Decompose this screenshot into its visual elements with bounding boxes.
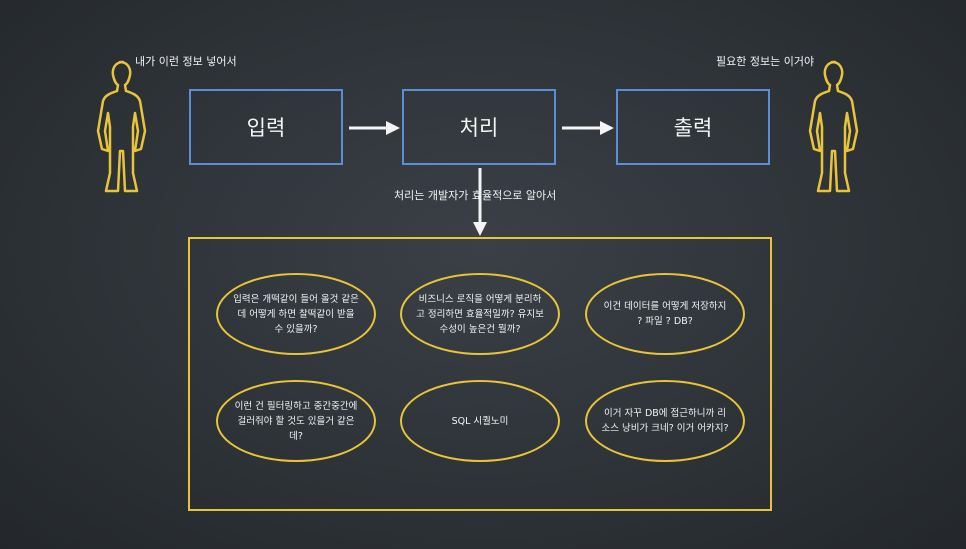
ellipse-input-handling: 입력은 개떡같이 들어 올것 같은데 어떻게 하면 찰떡같이 받을 수 있을까? <box>216 273 376 355</box>
ellipse-db-resource: 이거 자꾸 DB에 접근하니까 리소스 낭비가 크네? 이거 어카지? <box>585 380 745 462</box>
ellipse-text: SQL 시퀄노미 <box>451 415 509 427</box>
ellipse-text: 비즈니스 로직을 어떻게 분리하고 정리하면 효율적일까? 유지보수성이 높은건… <box>416 293 544 335</box>
ellipse-text: 이건 데이터를 어떻게 저장하지 ? 파일 ? DB? <box>603 301 727 327</box>
left-person-caption: 내가 이런 정보 넣어서 <box>135 55 237 68</box>
output-box-label: 출력 <box>673 116 713 140</box>
right-person-caption: 필요한 정보는 이거야 <box>716 55 815 68</box>
output-box: 출력 <box>616 89 770 165</box>
right-person-icon <box>808 60 859 193</box>
ellipse-data-storage: 이건 데이터를 어떻게 저장하지 ? 파일 ? DB? <box>585 273 745 355</box>
ellipse-text: 입력은 개떡같이 들어 올것 같은데 어떻게 하면 찰떡같이 받을 수 있을까? <box>233 293 359 335</box>
ellipse-text: 이거 자꾸 DB에 접근하니까 리소스 낭비가 크네? 이거 어카지? <box>601 408 729 434</box>
arrow-process-to-output <box>562 121 614 135</box>
arrow-process-down <box>473 168 487 236</box>
input-box: 입력 <box>189 89 343 165</box>
ellipse-sql: SQL 시퀄노미 <box>400 380 560 462</box>
process-note: 처리는 개발자가 효율적으로 알아서 <box>394 189 557 202</box>
left-person-icon <box>96 60 147 193</box>
process-detail-container <box>188 237 772 511</box>
ellipse-text: 이런 건 필터링하고 중간중간에 걸러줘야 할 것도 있을거 같은데? <box>234 400 358 442</box>
input-box-label: 입력 <box>246 116 286 140</box>
process-box: 처리 <box>402 89 556 165</box>
ellipse-filtering: 이런 건 필터링하고 중간중간에 걸러줘야 할 것도 있을거 같은데? <box>216 380 376 462</box>
process-box-label: 처리 <box>459 116 499 140</box>
ellipse-business-logic: 비즈니스 로직을 어떻게 분리하고 정리하면 효율적일까? 유지보수성이 높은건… <box>400 273 560 355</box>
arrow-input-to-process <box>349 121 400 135</box>
